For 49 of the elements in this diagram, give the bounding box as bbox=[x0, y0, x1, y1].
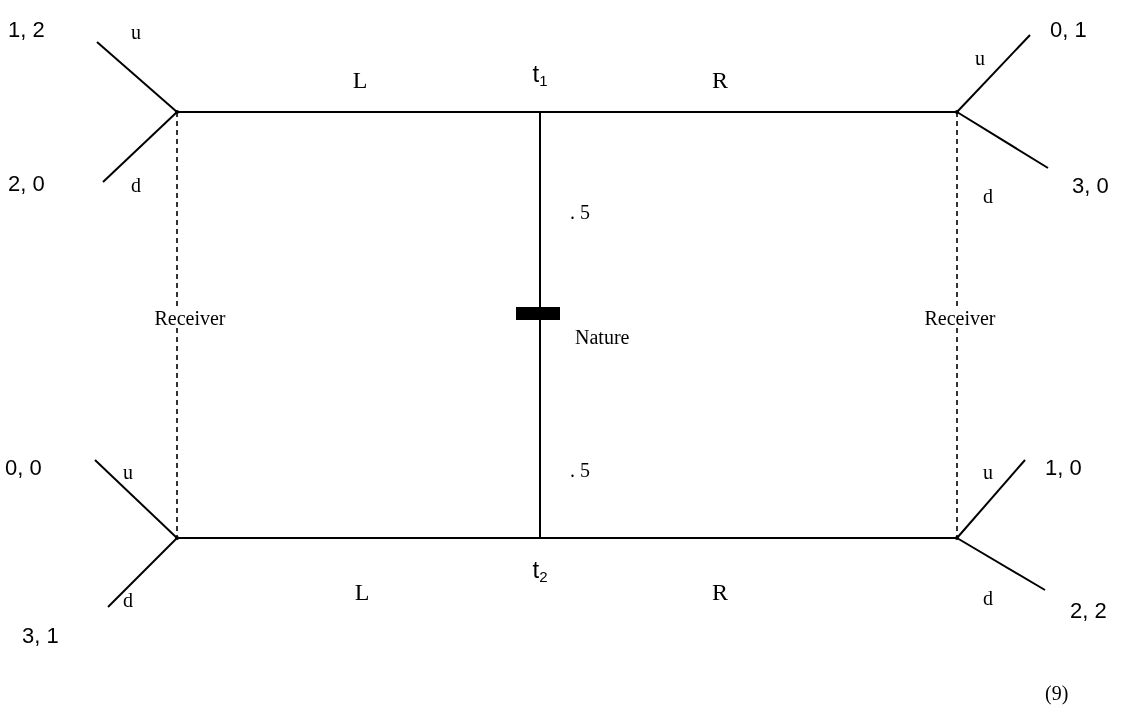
edge-label: d bbox=[982, 588, 994, 608]
branch-line bbox=[539, 111, 958, 113]
edge-label: R bbox=[711, 580, 729, 604]
branch-line bbox=[107, 537, 178, 608]
edge-label: u bbox=[982, 462, 994, 482]
branch-line bbox=[539, 319, 541, 539]
branch-line bbox=[102, 111, 178, 183]
branch-line bbox=[956, 537, 1046, 591]
decision-node bbox=[955, 110, 959, 114]
payoff-label: 0, 0 bbox=[5, 457, 42, 479]
edge-label: u bbox=[122, 462, 134, 482]
payoff-label: 1, 0 bbox=[1045, 457, 1082, 479]
branch-line bbox=[176, 537, 541, 539]
payoff-label: 1, 2 bbox=[8, 19, 45, 41]
edge-label: L bbox=[351, 68, 369, 92]
type-label: t$_{2}$ bbox=[532, 558, 548, 584]
information-set-line bbox=[956, 111, 958, 539]
branch-line bbox=[176, 111, 541, 113]
edge-label: Receiver bbox=[922, 308, 998, 328]
edge-label: d bbox=[122, 590, 134, 610]
information-set-line bbox=[176, 111, 178, 539]
edge-label: R bbox=[711, 68, 729, 92]
branch-line bbox=[539, 111, 541, 308]
edge-label: d bbox=[130, 175, 142, 195]
branch-line bbox=[96, 41, 178, 113]
edge-label: u bbox=[130, 22, 142, 42]
branch-line bbox=[94, 459, 178, 539]
type-label: t$_{1}$ bbox=[532, 62, 548, 88]
branch-line bbox=[956, 111, 1049, 169]
payoff-label: 0, 1 bbox=[1050, 19, 1087, 41]
decision-node bbox=[955, 536, 959, 540]
branch-line bbox=[539, 537, 958, 539]
branch-line bbox=[956, 34, 1031, 113]
payoff-label: 2, 0 bbox=[8, 173, 45, 195]
node-caption: Nature bbox=[575, 327, 630, 347]
payoff-label: 3, 1 bbox=[22, 625, 59, 647]
edge-label: . 5 bbox=[569, 460, 591, 480]
edge-label: u bbox=[974, 48, 986, 68]
payoff-label: 3, 0 bbox=[1072, 175, 1109, 197]
equation-number: (9) bbox=[1045, 683, 1069, 703]
edge-label: d bbox=[982, 186, 994, 206]
branch-line bbox=[956, 459, 1026, 539]
edge-label: L bbox=[353, 580, 371, 604]
decision-node bbox=[175, 536, 179, 540]
chance-node-bar bbox=[516, 307, 560, 320]
edge-label: . 5 bbox=[569, 202, 591, 222]
payoff-label: 2, 2 bbox=[1070, 600, 1107, 622]
decision-node bbox=[175, 110, 179, 114]
edge-label: Receiver bbox=[152, 308, 228, 328]
